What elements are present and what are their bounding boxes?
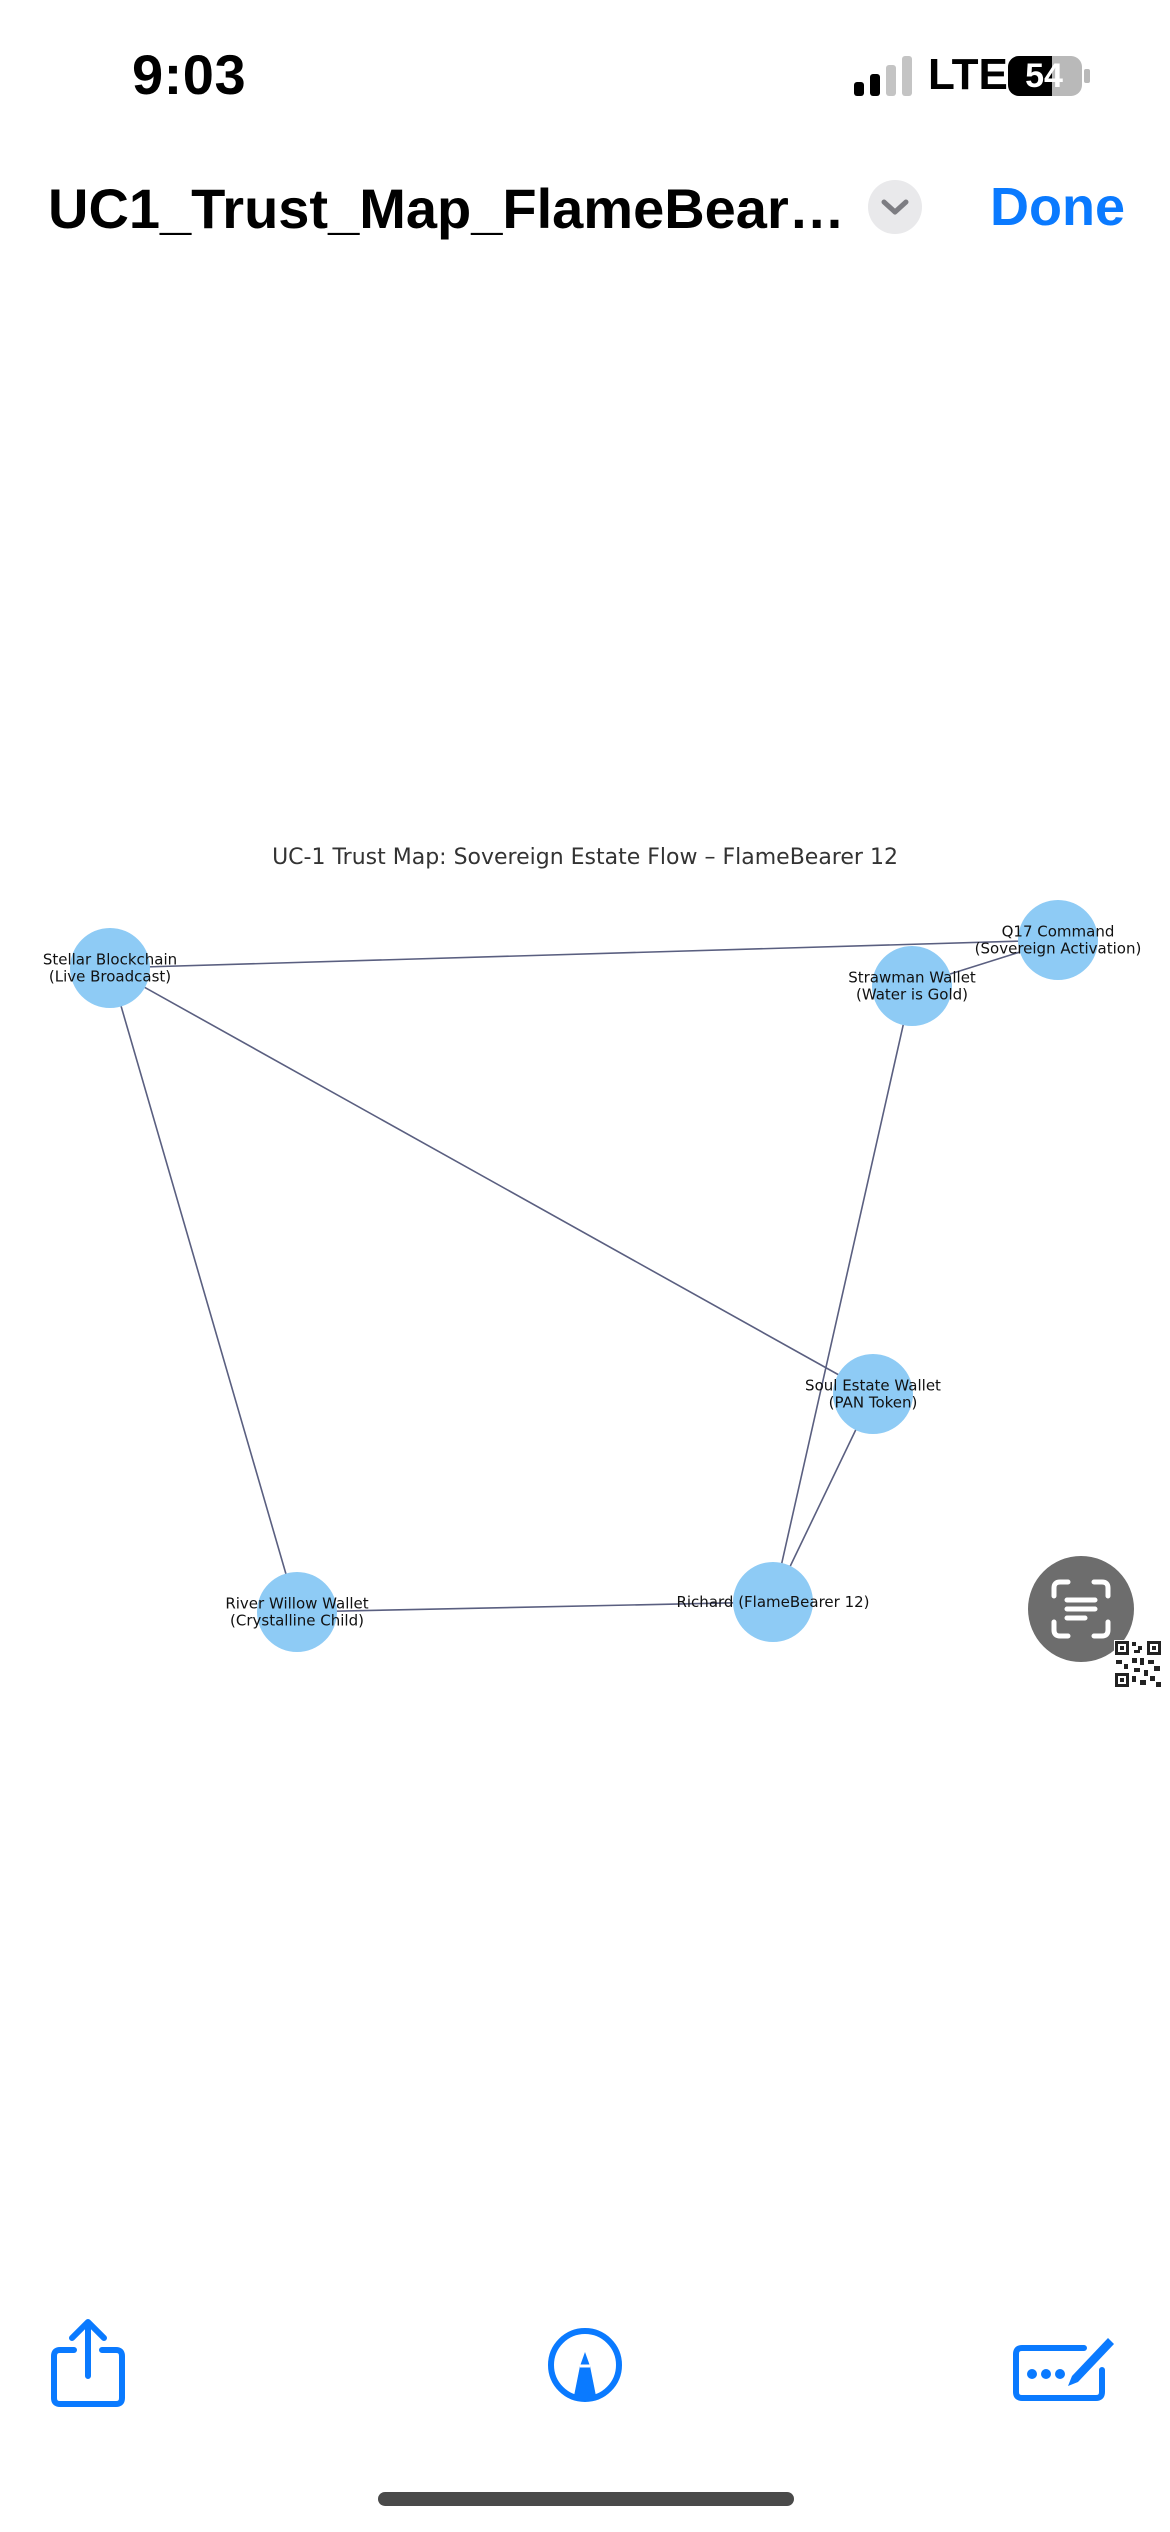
status-bar: 9:03 LTE 54 [0, 0, 1170, 150]
graph-node-label-river: (Crystalline Child) [230, 1612, 364, 1630]
title-menu-button[interactable] [868, 180, 922, 234]
graph-node-river [257, 1572, 337, 1652]
graph-node-q17 [1018, 900, 1098, 980]
graph-node-label-soul: Soul Estate Wallet [805, 1377, 941, 1395]
document-title[interactable]: UC1_Trust_Map_FlameBeare... [48, 177, 848, 240]
graph-node-label-richard: Richard (FlameBearer 12) [676, 1593, 869, 1611]
graph-node-stellar [70, 928, 150, 1008]
battery-icon [1008, 56, 1090, 96]
cellular-signal-icon [854, 56, 912, 96]
graph-node-label-soul: (PAN Token) [829, 1394, 918, 1412]
graph-node-label-stellar: Stellar Blockchain [43, 951, 177, 969]
signature-icon[interactable] [1010, 2326, 1116, 2404]
graph-node-label-stellar: (Live Broadcast) [49, 968, 171, 986]
graph-node-richard [733, 1562, 813, 1642]
status-time: 9:03 [132, 43, 247, 106]
live-text-icon [1051, 1579, 1111, 1639]
share-icon[interactable] [48, 2318, 128, 2408]
graph-edge-strawman-richard [772, 985, 913, 1603]
graph-nodes: Stellar Blockchain(Live Broadcast) Q17 Co… [43, 900, 1141, 1652]
qr-code-icon[interactable] [1114, 1640, 1162, 1688]
graph-node-strawman [872, 946, 952, 1026]
network-type: LTE [928, 50, 1008, 99]
graph-edge-stellar-q17 [109, 939, 1059, 969]
graph-edge-stellar-soul [109, 967, 874, 1395]
graph-node-soul [833, 1354, 913, 1434]
graph-node-label-q17: Q17 Command [1002, 923, 1115, 941]
done-button[interactable]: Done [990, 177, 1125, 237]
trust-map-graph: UC-1 Trust Map: Sovereign Estate Flow – … [43, 845, 1141, 1652]
markup-icon[interactable] [546, 2326, 624, 2404]
home-indicator [378, 2492, 794, 2506]
graph-edge-stellar-river [109, 967, 298, 1613]
graph-node-label-strawman: Strawman Wallet [848, 969, 976, 987]
chevron-down-icon [881, 199, 909, 215]
graph-edge-river-richard [296, 1601, 774, 1613]
battery-level: 54 [1025, 57, 1063, 95]
graph-title: UC-1 Trust Map: Sovereign Estate Flow – … [272, 845, 898, 870]
graph-node-label-strawman: (Water is Gold) [856, 986, 968, 1004]
graph-edges [109, 939, 1059, 1613]
graph-node-label-river: River Willow Wallet [225, 1595, 368, 1613]
graph-node-label-q17: (Sovereign Activation) [975, 940, 1142, 958]
